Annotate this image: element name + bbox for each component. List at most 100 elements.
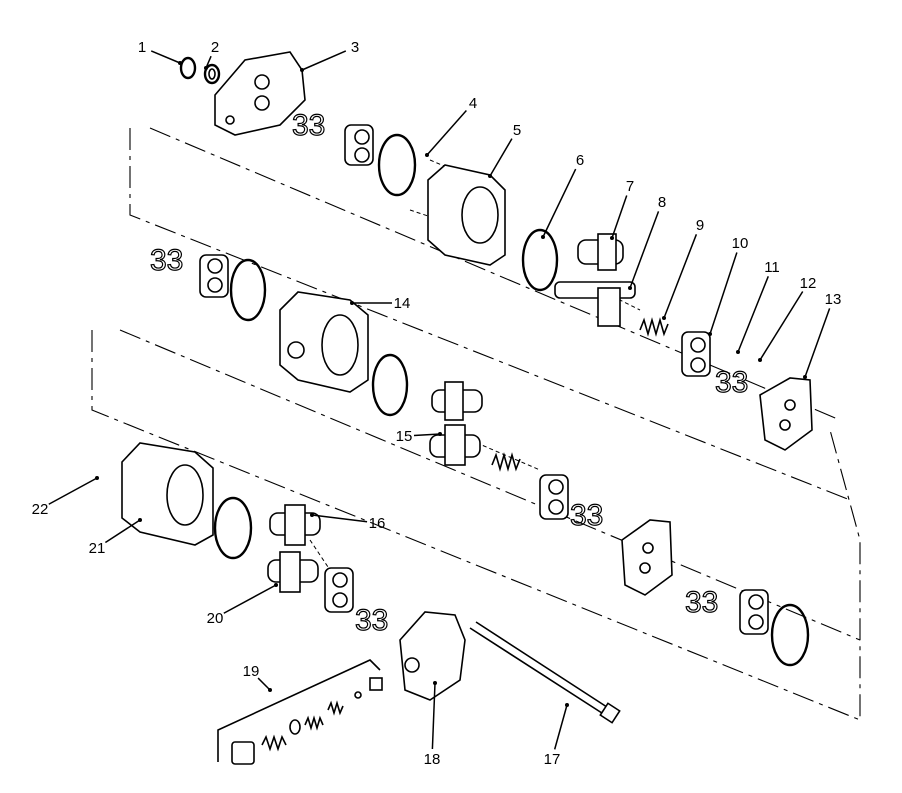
spring-mid: [491, 452, 521, 472]
gear-shaft-8: [554, 281, 636, 327]
callout-arrowhead-19: [268, 688, 272, 692]
bearing-block-right: [739, 589, 769, 635]
gear-15a: [431, 381, 483, 421]
callout-leader-20: [223, 584, 277, 614]
callout-leader-12: [759, 291, 804, 361]
callout-label-17: 17: [544, 751, 561, 768]
clip-springs: 33: [292, 109, 325, 142]
callout-label-20: 20: [207, 610, 224, 627]
callout-arrowhead-1: [178, 61, 182, 65]
end-cover-top: [214, 51, 306, 136]
clip-springs-lower: 33: [355, 604, 388, 637]
callout-leader-10: [709, 252, 738, 335]
callout-label-22: 22: [32, 501, 49, 518]
callout-leader-4: [426, 109, 467, 156]
callout-arrowhead-12: [758, 358, 762, 362]
gear-20: [267, 551, 319, 593]
callout-arrowhead-9: [662, 316, 666, 320]
callout-leader-19: [257, 677, 271, 691]
plate-13: [759, 377, 813, 451]
end-cover-18: [399, 611, 466, 701]
callout-leader-1: [150, 50, 181, 64]
callout-leader-16: [311, 514, 368, 523]
callout-arrowhead-8: [628, 286, 632, 290]
gear-15b: [429, 424, 481, 466]
callout-arrowhead-20: [274, 583, 278, 587]
bolt-17: [469, 621, 621, 724]
callout-leader-13: [804, 308, 831, 378]
o-ring-mid: [229, 258, 267, 322]
callout-label-14: 14: [394, 295, 411, 312]
callout-arrowhead-6: [541, 235, 545, 239]
callout-arrowhead-22: [95, 476, 99, 480]
clip-springs-mid-2: 33: [570, 499, 603, 532]
callout-label-9: 9: [696, 217, 704, 234]
callout-label-11: 11: [764, 259, 780, 276]
callout-leader-11: [737, 276, 769, 353]
callout-leader-15: [413, 433, 441, 437]
callout-label-19: 19: [243, 663, 260, 680]
retaining-ring-1: [179, 56, 197, 80]
callout-arrowhead-21: [138, 518, 142, 522]
callout-leader-3: [301, 50, 347, 71]
o-ring-6: [521, 228, 559, 292]
callout-label-13: 13: [825, 291, 842, 308]
gear-housing-5: [427, 164, 506, 266]
o-ring-right: [770, 603, 810, 667]
callout-leader-6: [542, 168, 577, 238]
bearing-block: [344, 124, 374, 166]
seal-2: [203, 63, 221, 85]
callout-arrowhead-4: [425, 153, 429, 157]
callout-leader-22: [48, 477, 98, 505]
callout-leader-5: [489, 138, 513, 177]
callout-leader-8: [629, 211, 660, 289]
callout-arrowhead-2: [204, 66, 208, 70]
callout-leader-7: [611, 195, 628, 239]
gear-housing-14: [279, 291, 369, 393]
callout-label-10: 10: [732, 235, 749, 252]
callout-arrowhead-16: [310, 513, 314, 517]
gear-16: [269, 504, 321, 546]
callout-arrowhead-11: [736, 350, 740, 354]
callout-arrowhead-5: [488, 174, 492, 178]
callout-leader-9: [663, 234, 698, 319]
callout-label-16: 16: [369, 515, 386, 532]
callout-arrowhead-14: [350, 301, 354, 305]
callout-label-4: 4: [469, 95, 477, 112]
callout-leader-2: [205, 55, 212, 69]
callout-arrowhead-18: [433, 681, 437, 685]
relief-valve-19: [217, 659, 383, 765]
plate-mid: [621, 519, 673, 596]
callout-leader-17: [553, 704, 568, 750]
callout-leader-18: [431, 682, 436, 750]
callout-arrowhead-13: [803, 375, 807, 379]
callout-label-8: 8: [658, 194, 666, 211]
bearing-block-mid: [199, 254, 229, 298]
bearing-block-10: [681, 331, 711, 377]
callout-label-3: 3: [351, 39, 359, 56]
callout-arrowhead-3: [300, 68, 304, 72]
callout-arrowhead-10: [708, 332, 712, 336]
callout-leader-21: [104, 519, 141, 544]
callout-label-21: 21: [89, 540, 106, 557]
callout-label-2: 2: [211, 39, 219, 56]
o-ring-mid-2: [371, 353, 409, 417]
callout-label-12: 12: [800, 275, 817, 292]
callout-label-7: 7: [626, 178, 634, 195]
callout-label-15: 15: [396, 428, 413, 445]
clip-springs-11-12: 33: [715, 366, 748, 399]
bearing-block-lower: [324, 567, 354, 613]
o-ring: [377, 133, 417, 197]
callout-label-18: 18: [424, 751, 441, 768]
clip-springs-mid: 33: [150, 244, 183, 277]
callout-label-6: 6: [576, 152, 584, 169]
callout-arrowhead-7: [610, 236, 614, 240]
gear-housing-21: [121, 442, 214, 546]
gear-7: [577, 233, 624, 271]
callout-arrowhead-17: [565, 703, 569, 707]
callout-arrowhead-15: [438, 432, 442, 436]
spring-9: [639, 317, 669, 337]
